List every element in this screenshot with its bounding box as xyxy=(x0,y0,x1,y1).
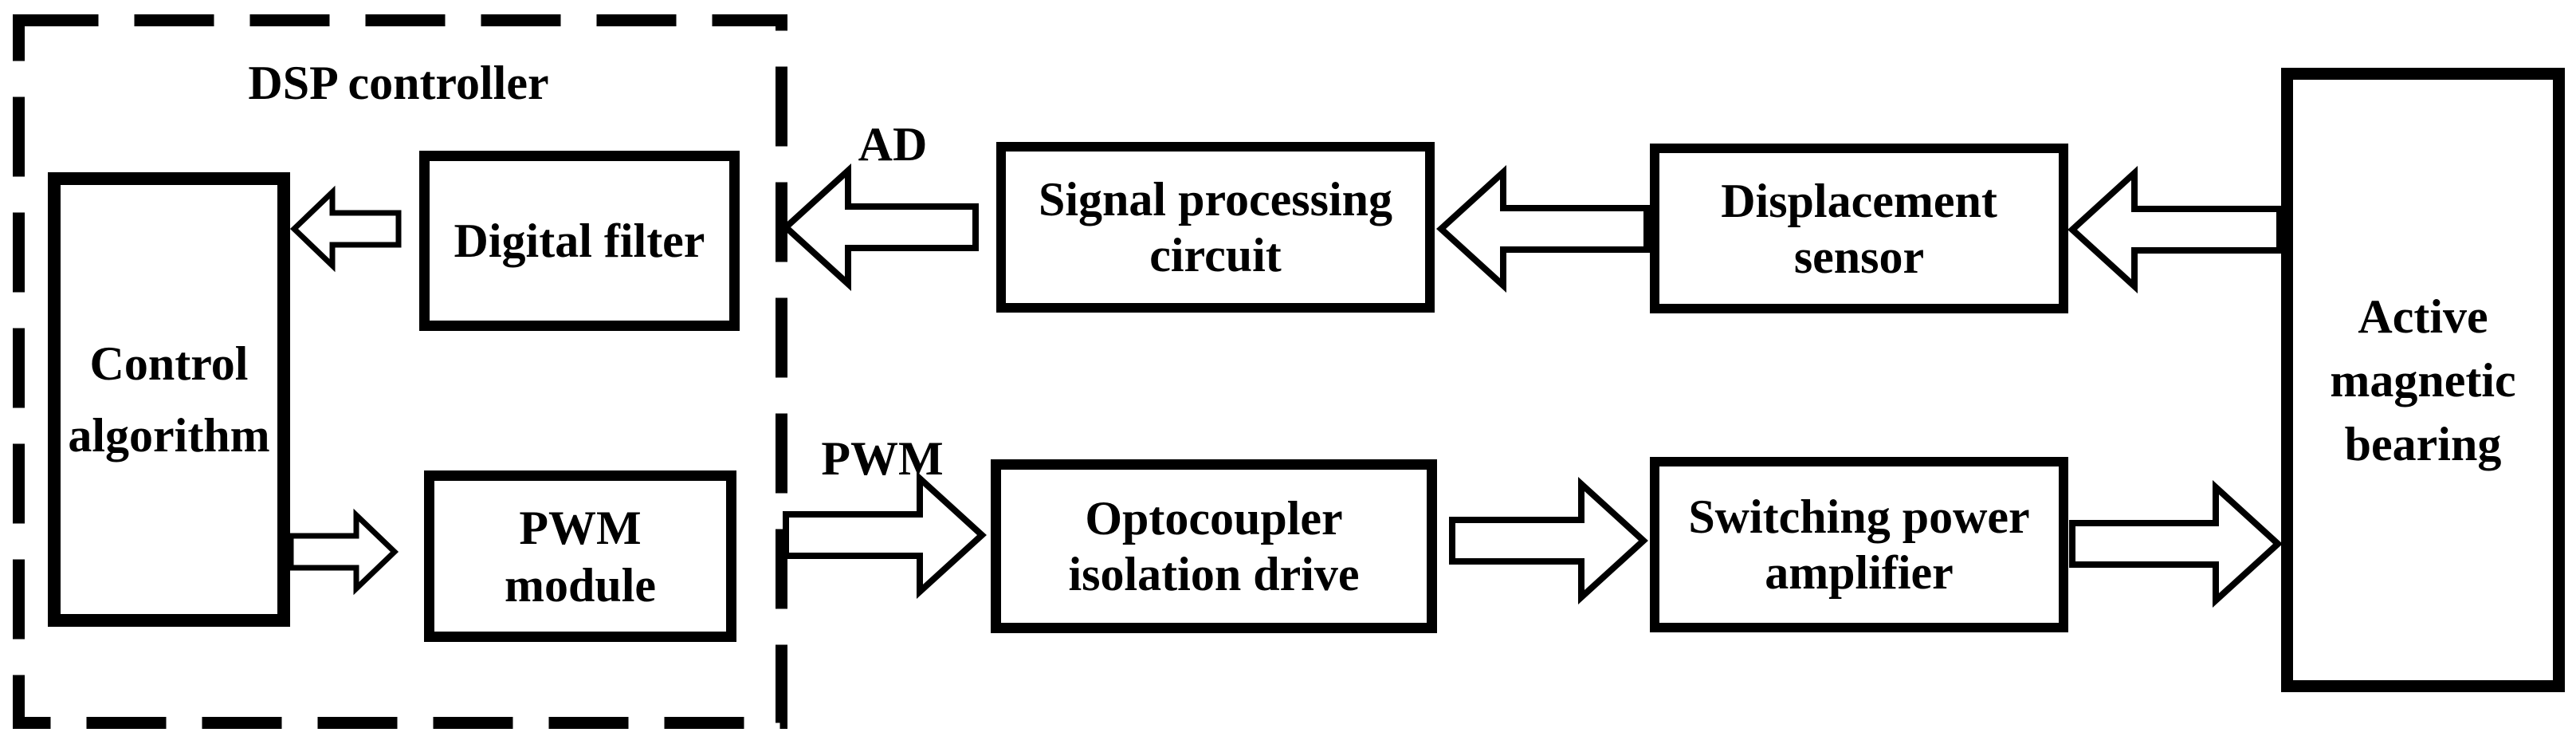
block-label-line: module xyxy=(504,558,657,612)
block-label-line: Digital filter xyxy=(454,215,705,267)
dsp-controller-dashed-border xyxy=(13,14,787,729)
block-label-line: isolation drive xyxy=(1068,548,1360,600)
block-signal-processing-circuit: Signal processing circuit xyxy=(996,142,1435,313)
block-label-line: amplifier xyxy=(1765,546,1954,599)
block-label-line: Optocoupler xyxy=(1085,492,1343,545)
block-pwm-module: PWM module xyxy=(424,470,736,642)
block-label-line: Signal processing xyxy=(1039,173,1392,226)
block-label-line: circuit xyxy=(1149,229,1282,281)
block-label-line: Control xyxy=(89,337,249,390)
block-optocoupler-isolation-drive: Optocoupler isolation drive xyxy=(991,459,1437,633)
block-control-algorithm: Control algorithm xyxy=(48,172,290,627)
arrow-control-algorithm-to-pwm-module xyxy=(288,508,399,596)
block-label-line: sensor xyxy=(1793,230,1925,283)
block-label-line: PWM xyxy=(519,501,642,554)
block-label-line: Switching power xyxy=(1688,490,2030,543)
arrow-displacement-sensor-to-signal-processing xyxy=(1436,164,1650,293)
block-label-line: magnetic xyxy=(2330,353,2516,407)
block-active-magnetic-bearing: Active magnetic bearing xyxy=(2281,68,2565,692)
block-digital-filter: Digital filter xyxy=(419,151,740,331)
block-label-line: bearing xyxy=(2344,417,2502,470)
arrow-signal-processing-to-dsp-ad xyxy=(781,163,979,292)
arrow-switching-amplifier-to-bearing xyxy=(2069,479,2283,608)
dsp-controller-label: DSP controller xyxy=(248,57,549,109)
arrow-optocoupler-to-switching-amplifier xyxy=(1449,476,1648,605)
block-switching-power-amplifier: Switching power amplifier xyxy=(1650,457,2068,632)
arrow-digital-filter-to-control-algorithm xyxy=(289,185,402,273)
block-label-line: algorithm xyxy=(68,409,270,462)
arrow-bearing-to-displacement-sensor xyxy=(2067,165,2283,294)
pwm-signal-label: PWM xyxy=(821,432,944,485)
ad-signal-label: AD xyxy=(858,118,928,171)
block-label-line: Displacement xyxy=(1721,174,1997,227)
block-label-line: Active xyxy=(2358,289,2488,343)
arrow-pwm-module-to-optocoupler xyxy=(783,470,987,600)
block-displacement-sensor: Displacement sensor xyxy=(1650,144,2068,313)
